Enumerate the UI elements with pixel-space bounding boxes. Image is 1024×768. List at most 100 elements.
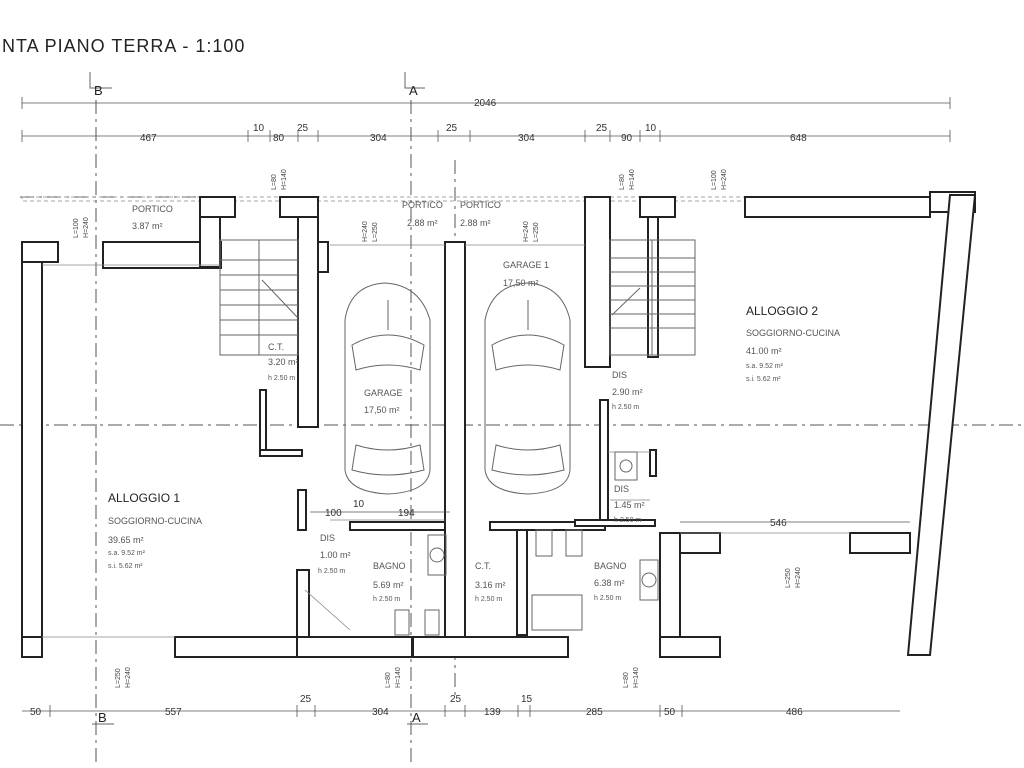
window-w9-h: H=240: [125, 667, 132, 688]
room-alloggio-2-name: ALLOGGIO 2: [746, 304, 818, 318]
dim-inner-100: 100: [325, 508, 342, 519]
room-garage-name: GARAGE: [364, 388, 403, 398]
window-w3-l: L=250: [372, 222, 379, 242]
dim-b-139: 139: [484, 707, 501, 718]
dim-10a: 10: [253, 123, 265, 134]
room-dis-3: DIS 2.90 m² h 2.50 m: [612, 370, 643, 411]
room-portico-3-name: PORTICO: [460, 200, 501, 210]
room-dis-1-area: 1.00 m²: [320, 550, 351, 560]
window-w8-h: H=140: [395, 667, 402, 688]
room-ct-1-name: C.T.: [268, 342, 284, 352]
room-garage-1: GARAGE 1 17,50 m²: [503, 260, 549, 288]
room-bagno-1-area: 5.69 m²: [373, 580, 404, 590]
window-w5-l: L=80: [619, 174, 626, 190]
window-w9-l: L=250: [115, 668, 122, 688]
section-marker-a-bottom: A: [407, 710, 428, 725]
room-ct-2-h: h 2.50 m: [475, 596, 502, 603]
dim-b-50b: 50: [664, 707, 676, 718]
dim-b-557: 557: [165, 707, 182, 718]
dim-10b: 10: [645, 123, 657, 134]
dimension-bottom-chain: 50 557 25 304 25 139 15 285 50 486: [22, 694, 900, 718]
room-portico-1-area: 3.87 m²: [132, 221, 163, 231]
room-dis-3-area: 2.90 m²: [612, 387, 643, 397]
dimension-top-chain: 467 10 80 25 304 25 304 25 90 10 648: [21, 123, 951, 144]
window-w5-h: H=140: [629, 169, 636, 190]
room-ct-2-name: C.T.: [475, 561, 491, 571]
dim-b-486: 486: [786, 707, 803, 718]
section-label-b-top: B: [94, 83, 103, 98]
dim-25c: 25: [596, 123, 608, 134]
dimension-top-total: 2046: [21, 97, 951, 109]
room-dis-1: DIS 1.00 m² h 2.50 m: [318, 533, 351, 575]
bathroom-fixtures-right: [531, 451, 659, 631]
section-label-a-bottom: A: [412, 710, 421, 725]
room-dis-1-h: h 2.50 m: [318, 568, 345, 575]
section-marker-a-top: A: [404, 72, 425, 98]
dim-304a: 304: [370, 133, 387, 144]
room-dis-2: DIS 1.45 m² h 2.50 m: [614, 484, 645, 524]
room-alloggio-2: ALLOGGIO 2 SOGGIORNO-CUCINA 41.00 m² s.a…: [746, 304, 840, 383]
section-marker-b-top: B: [89, 72, 112, 98]
room-garage: GARAGE 17,50 m²: [364, 388, 403, 415]
room-alloggio-1-use: SOGGIORNO-CUCINA: [108, 516, 202, 526]
room-bagno-2-h: h 2.50 m: [594, 595, 621, 602]
dim-b-50a: 50: [30, 707, 42, 718]
room-alloggio-2-sa: s.a. 9.52 m²: [746, 363, 784, 370]
section-marker-b-bottom: B: [92, 710, 114, 725]
dim-304b: 304: [518, 133, 535, 144]
dim-b-15: 15: [521, 694, 533, 705]
dim-inner-10: 10: [353, 499, 365, 510]
window-w4-l: L=250: [533, 222, 540, 242]
window-w6-h: H=240: [721, 169, 728, 190]
dim-total: 2046: [474, 98, 497, 109]
dim-25a: 25: [297, 123, 309, 134]
room-portico-3: PORTICO 2.88 m²: [460, 200, 501, 228]
room-dis-2-name: DIS: [614, 484, 629, 494]
window-w1-h: H=140: [281, 169, 288, 190]
room-bagno-2-name: BAGNO: [594, 561, 627, 571]
room-garage-1-area: 17,50 m²: [503, 278, 539, 288]
room-dis-2-area: 1.45 m²: [614, 500, 645, 510]
window-labels: L=80 H=140 L=100 H=240 L=250 H=240 L=250…: [73, 169, 802, 688]
bathroom-fixtures-left: [394, 534, 447, 636]
room-dis-3-name: DIS: [612, 370, 627, 380]
room-alloggio-2-area: 41.00 m²: [746, 346, 782, 356]
room-garage-area: 17,50 m²: [364, 405, 400, 415]
dim-467: 467: [140, 133, 157, 144]
room-dis-3-h: h 2.50 m: [612, 404, 639, 411]
dim-b-25b: 25: [450, 694, 462, 705]
room-portico-1-name: PORTICO: [132, 204, 173, 214]
room-ct-2: C.T. 3.16 m² h 2.50 m: [475, 561, 506, 603]
room-alloggio-2-si: s.i. 5.62 m²: [746, 376, 781, 383]
dim-b-304: 304: [372, 707, 389, 718]
room-ct-2-area: 3.16 m²: [475, 580, 506, 590]
dim-inner-546: 546: [770, 518, 787, 529]
room-bagno-2: BAGNO 6.38 m² h 2.50 m: [594, 561, 627, 602]
dim-b-25a: 25: [300, 694, 312, 705]
room-alloggio-1-sa: s.a. 9.52 m²: [108, 550, 146, 557]
stair-right: [609, 239, 696, 356]
room-alloggio-1-name: ALLOGGIO 1: [108, 491, 180, 505]
room-ct-1-h: h 2.50 m: [268, 375, 295, 382]
room-ct-1: C.T. 3.20 m² h 2.50 m: [268, 342, 299, 382]
room-ct-1-area: 3.20 m²: [268, 357, 299, 367]
dim-inner-194: 194: [398, 508, 415, 519]
room-portico-3-area: 2.88 m²: [460, 218, 491, 228]
inner-dimensions: 100 10 194 546: [310, 499, 910, 529]
dim-25b: 25: [446, 123, 458, 134]
car-left: [344, 282, 431, 495]
room-alloggio-1-area: 39.65 m²: [108, 535, 144, 545]
room-bagno-1-h: h 2.50 m: [373, 596, 400, 603]
dim-80: 80: [273, 133, 285, 144]
window-w6-l: L=100: [711, 170, 718, 190]
room-dis-1-name: DIS: [320, 533, 335, 543]
room-garage-1-name: GARAGE 1: [503, 260, 549, 270]
room-alloggio-1-si: s.i. 5.62 m²: [108, 563, 143, 570]
room-dis-2-h: h 2.50 m: [614, 517, 641, 524]
window-w7-l: L=250: [785, 568, 792, 588]
dim-648: 648: [790, 133, 807, 144]
walls: [21, 191, 977, 658]
room-portico-2-area: 2.88 m²: [407, 218, 438, 228]
window-w4-h: H=240: [523, 221, 530, 242]
